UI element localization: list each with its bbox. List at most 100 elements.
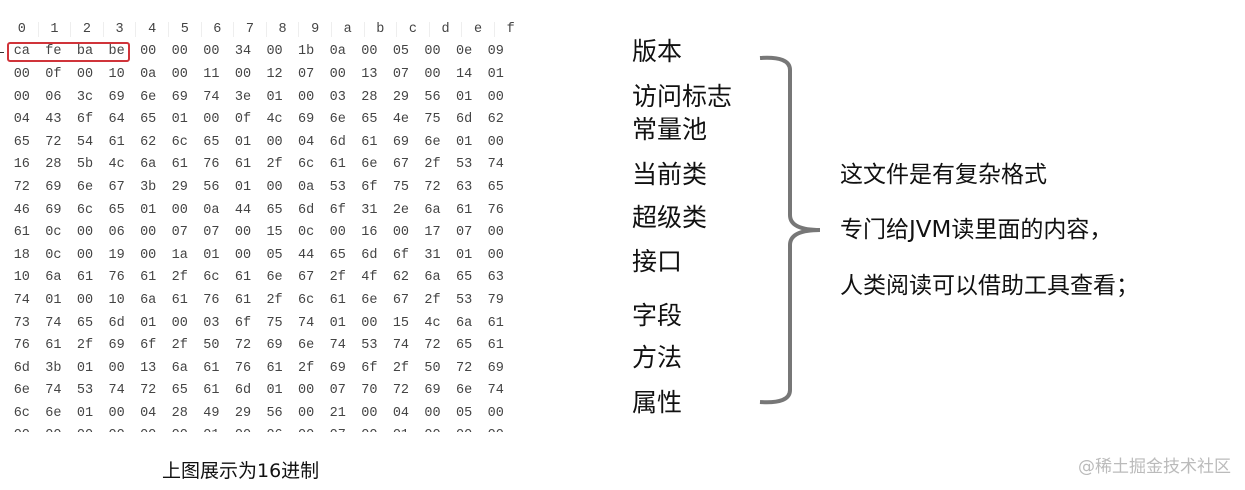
hex-cell: 05 [392, 44, 410, 60]
hex-cell: 1 [39, 21, 72, 37]
hex-cell: 00 [298, 89, 315, 105]
hex-cell: 61 [329, 292, 346, 308]
hex-cell: 6a [171, 360, 188, 376]
hex-cell: 53 [456, 157, 473, 173]
hex-cell: 00 [234, 66, 252, 82]
hex-cell: 09 [487, 44, 504, 60]
hex-cell: 00 [361, 315, 378, 331]
hex-cell: 6f [76, 112, 94, 128]
hex-cell: 00 [108, 405, 125, 421]
hex-cell: 69 [487, 360, 504, 376]
hex-cell: 69 [45, 179, 62, 195]
hex-cell: 76 [203, 292, 220, 308]
hex-cell: 00 [13, 89, 30, 105]
hex-cell: 00 [76, 225, 94, 241]
hex-cell: 01 [329, 315, 346, 331]
hex-cell: 72 [424, 338, 441, 354]
hex-cell: 5 [169, 21, 202, 37]
hex-cell: 76 [13, 338, 30, 354]
hex-cell: 6a [424, 202, 441, 218]
hex-cell: 07 [298, 66, 315, 82]
hex-cell: 72 [140, 383, 157, 399]
hex-cell: 01 [45, 292, 62, 308]
hex-cell: 2f [171, 270, 188, 286]
hex-cell: 07 [456, 225, 473, 241]
hex-cell: 00 [203, 112, 220, 128]
hex-cell: 6d [298, 202, 315, 218]
hex-cell: 6c [171, 134, 188, 150]
hex-cell: 00 [171, 202, 188, 218]
hex-cell: 01 [203, 247, 220, 263]
hex-cell: 6f [234, 315, 252, 331]
hex-cell: 28 [45, 157, 62, 173]
hex-cell: 6a [456, 315, 473, 331]
hex-cell: 34 [234, 44, 252, 60]
hex-cell: 6e [140, 89, 157, 105]
hex-cell: 72 [45, 134, 62, 150]
hex-cell: 61 [76, 270, 94, 286]
hex-cell: 75 [392, 179, 410, 195]
hex-cell: 74 [108, 383, 125, 399]
hex-cell: 04 [298, 134, 315, 150]
hex-cell: 00 [171, 315, 188, 331]
hex-cell: 3b [45, 360, 62, 376]
hex-cell: 14 [456, 66, 473, 82]
hex-cell: 5b [76, 157, 94, 173]
hex-cell: 73 [13, 315, 30, 331]
hex-cell: 28 [171, 405, 188, 421]
hex-cell: 00 [487, 225, 504, 241]
hex-cell: 00 [101, 428, 133, 432]
hex-cell: 65 [487, 179, 504, 195]
hex-cell: f [495, 22, 516, 37]
hex-cell: 61 [108, 134, 125, 150]
hex-cell: 6c [298, 292, 315, 308]
hex-cell: 79 [487, 292, 504, 308]
hex-cell: 67 [392, 157, 410, 173]
label-access-flags: 访问标志 [632, 82, 733, 111]
hex-cell: ca [13, 44, 30, 60]
hex-cell: 4f [361, 270, 378, 286]
hex-cell: 9 [299, 21, 332, 37]
hex-cell: 00 [448, 428, 480, 432]
hex-cell: 72 [234, 338, 252, 354]
hex-cell: 61 [456, 202, 473, 218]
hex-cell: be [108, 44, 125, 60]
hex-cell: 3c [76, 89, 94, 105]
hex-cell: 01 [171, 112, 188, 128]
hex-cell: 00 [13, 66, 30, 82]
hex-cell: 61 [487, 338, 504, 354]
hex-cell: 00 [6, 428, 38, 432]
hex-cell: 03 [203, 315, 220, 331]
hex-cell: 01 [140, 315, 157, 331]
hex-cell: 06 [45, 89, 62, 105]
curly-brace [759, 55, 821, 405]
hex-cell: 74 [203, 89, 220, 105]
hex-cell: 2 [71, 21, 104, 37]
hex-cell: 4 [136, 21, 169, 37]
hex-cell: 0a [329, 44, 346, 60]
hex-cell: 6f [392, 247, 410, 263]
label-fields: 字段 [632, 301, 683, 330]
hex-cell: 4c [424, 315, 441, 331]
watermark: @稀土掘金技术社区 [1078, 457, 1231, 477]
hex-cell: 65 [361, 112, 378, 128]
hex-cell: 10 [13, 270, 30, 286]
hex-cell: 01 [266, 89, 283, 105]
hex-cell: 6c [203, 270, 220, 286]
hex-cell: 00 [132, 428, 164, 432]
hex-cell: 29 [234, 405, 252, 421]
hex-cell: 03 [329, 89, 346, 105]
hex-cell: 0c [298, 225, 315, 241]
hex-cell: 06 [259, 428, 291, 432]
hex-cell: 01 [76, 360, 94, 376]
hex-cell: 6e [329, 112, 346, 128]
hex-cell: 00 [424, 44, 441, 60]
hex-cell: 00 [203, 44, 220, 60]
hex-cell: 63 [487, 270, 504, 286]
